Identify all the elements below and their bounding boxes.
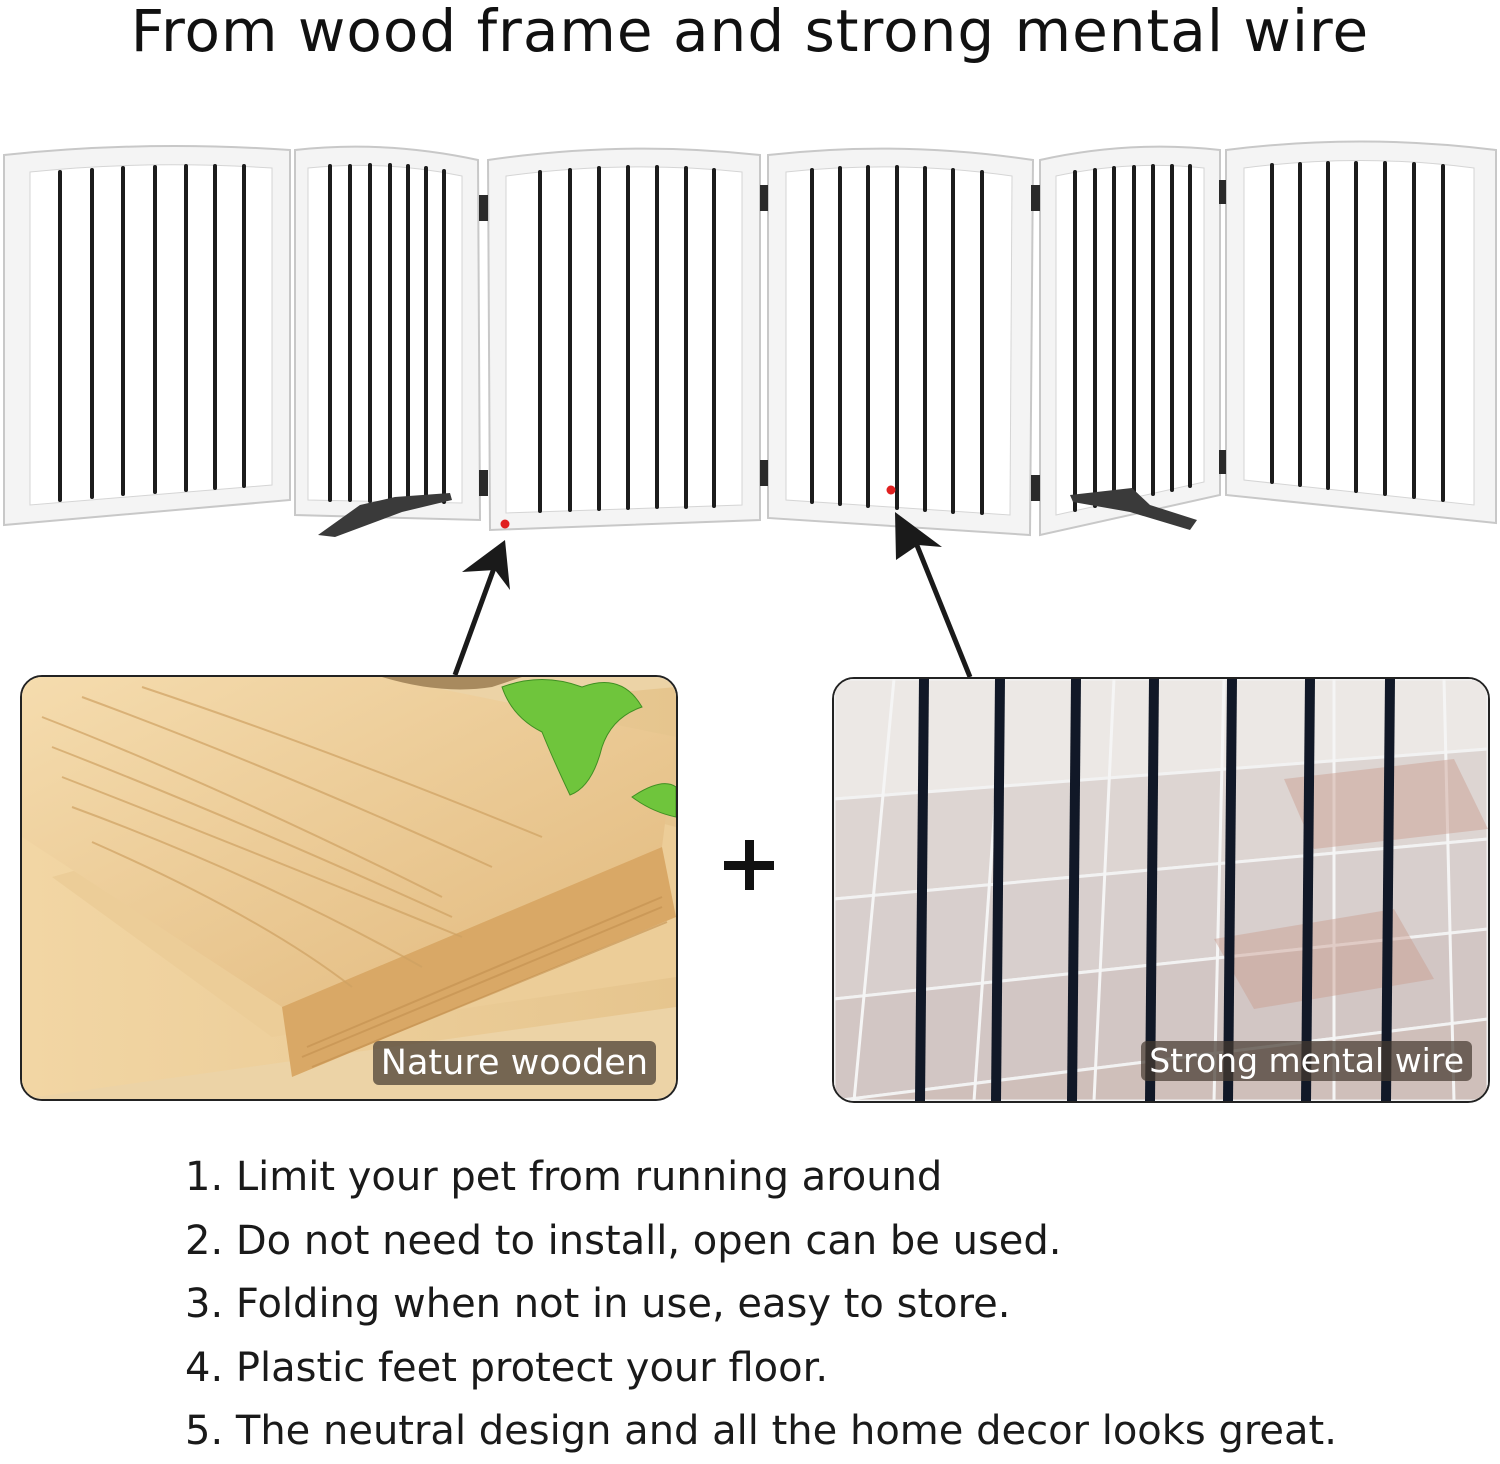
page-title: From wood frame and strong mental wire [130, 0, 1370, 65]
arrow-head-left [462, 540, 510, 590]
wire-caption: Strong mental wire [1141, 1041, 1472, 1081]
wire-material-photo: Strong mental wire [832, 677, 1490, 1103]
plus-icon [724, 838, 780, 894]
feature-item: 2. Do not need to install, open can be u… [185, 1217, 1062, 1264]
feature-item: 3. Folding when not in use, easy to stor… [185, 1281, 1011, 1327]
folding-gate-image [3, 140, 1497, 537]
pointer-arrows [452, 512, 973, 678]
feature-list: 1. Limit your pet from running around 2.… [185, 1146, 1337, 1464]
feature-item: 1. Limit your pet from running around [185, 1154, 943, 1200]
arrow-head-right [895, 512, 942, 560]
wood-material-photo: Nature wooden [20, 675, 678, 1101]
feature-item: 5. The neutral design and all the home d… [185, 1408, 1337, 1454]
feature-item: 4. Plastic feet protect your floor. [185, 1344, 829, 1391]
wood-caption: Nature wooden [372, 1041, 656, 1085]
